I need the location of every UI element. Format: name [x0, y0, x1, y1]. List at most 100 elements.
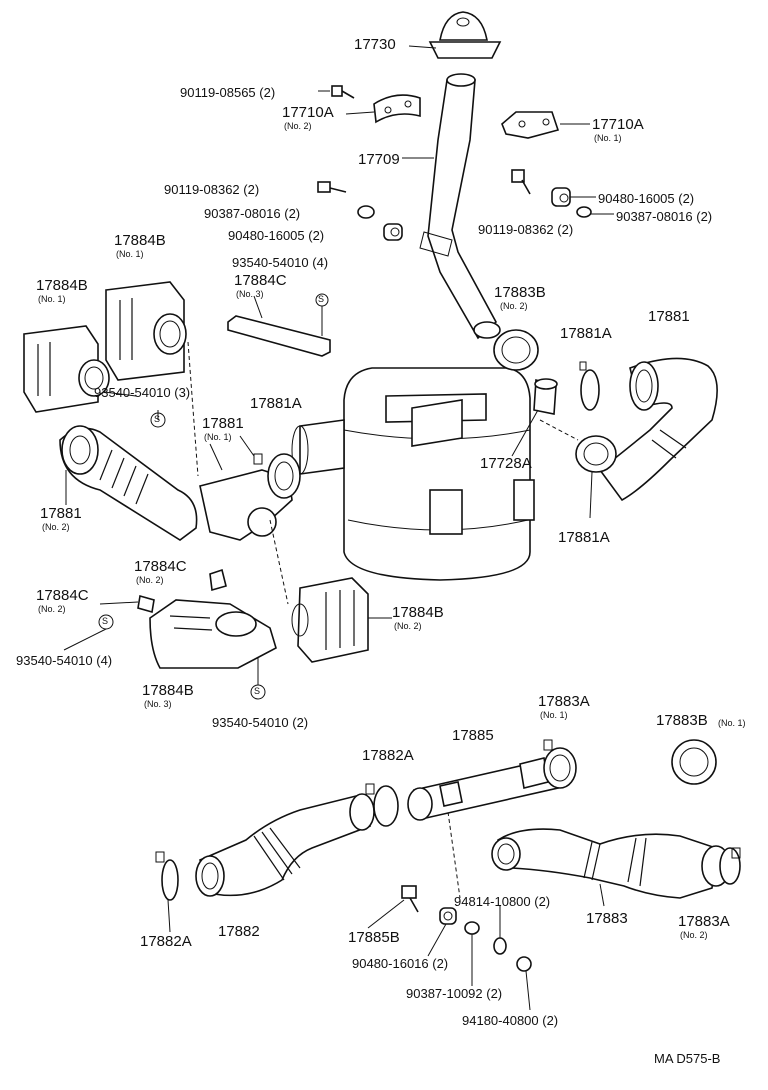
- part-17710A-bracket-right: [501, 111, 590, 139]
- label-17881A-r1: 17881A: [560, 325, 612, 342]
- cap-90387-10092: [464, 921, 480, 986]
- label-17881-left: 17881: [40, 505, 82, 522]
- part-17881A-clamp-upper: [579, 361, 600, 411]
- leader-lines: [103, 341, 461, 899]
- label-90480-16005-left: 90480-16005 (2): [228, 228, 325, 243]
- label-17884B-a: 17884B: [114, 232, 166, 249]
- cap-90387-08016-right: [576, 206, 614, 218]
- part-17885-tube: [407, 739, 577, 821]
- nut-90480-16005-right: [551, 187, 596, 207]
- label-17882: 17882: [218, 923, 260, 940]
- label-17883A-top: 17883A: [538, 693, 590, 710]
- s-marker-2: S: [318, 294, 325, 304]
- nut-90480-16016: [427, 907, 457, 957]
- note-17881-left: (No. 2): [42, 522, 70, 532]
- part-17710A-bracket-left: [345, 94, 421, 124]
- note-17883A-top: (No. 1): [540, 710, 568, 720]
- label-93540-54010-4-bot: 93540-54010 (4): [16, 653, 113, 668]
- note-17884B-a: (No. 1): [116, 249, 144, 259]
- note-17884C-left: (No. 2): [38, 604, 66, 614]
- label-17730: 17730: [354, 36, 396, 53]
- label-17883B-mid: 17883B: [494, 284, 546, 301]
- nut-94180-40800: [516, 956, 532, 1011]
- label-17882A-top: 17882A: [362, 747, 414, 764]
- part-17883B-no1-ring: [671, 739, 717, 785]
- note-17883A-bot: (No. 2): [680, 930, 708, 940]
- bolt-90119-08362-top: [317, 181, 347, 193]
- part-air-cleaner-body: [291, 367, 535, 581]
- label-17884C-top: 17884C: [234, 272, 287, 289]
- part-17884C-no2-bracket: [209, 568, 227, 592]
- part-17882-hose: [195, 793, 375, 897]
- note-17710A-left: (No. 2): [284, 121, 312, 131]
- label-17710A-left: 17710A: [282, 104, 334, 121]
- label-17885B: 17885B: [348, 929, 400, 946]
- label-93540-54010-4-top: 93540-54010 (4): [232, 255, 329, 270]
- note-17884C-small: (No. 2): [136, 575, 164, 585]
- part-17728A-sleeve: [511, 378, 558, 457]
- note-17883B-bot: (No. 1): [718, 718, 746, 728]
- part-17884B-no1-b: [23, 325, 110, 413]
- s-marker-3: S: [102, 616, 109, 626]
- label-90480-16005-right: 90480-16005 (2): [598, 191, 695, 206]
- part-17881-right-elbow: [598, 357, 718, 502]
- label-90480-16016: 90480-16016 (2): [352, 956, 449, 971]
- label-17883: 17883: [586, 910, 628, 927]
- label-17884C-left: 17884C: [36, 587, 89, 604]
- bolt-90119-08565: [318, 85, 355, 99]
- label-94180-40800: 94180-40800 (2): [462, 1013, 559, 1028]
- label-17881A-r2: 17881A: [558, 529, 610, 546]
- part-17884B-no3-cover: [149, 599, 277, 669]
- label-90119-08565: 90119-08565 (2): [180, 85, 276, 100]
- note-17884B-b: (No. 1): [38, 294, 66, 304]
- nut-90480-16005-left: [383, 223, 403, 241]
- label-90119-08362-top: 90119-08362 (2): [164, 182, 260, 197]
- bolt-17885B: [367, 885, 419, 929]
- label-17709: 17709: [358, 151, 400, 168]
- label-17884B-b: 17884B: [36, 277, 88, 294]
- label-17883A-bot: 17883A: [678, 913, 730, 930]
- part-17882A-clamp-left: [155, 851, 179, 933]
- note-17881-mid: (No. 1): [204, 432, 232, 442]
- label-17884B-no2: 17884B: [392, 604, 444, 621]
- part-17884C-strip: [227, 293, 331, 357]
- note-17884C-top: (No. 3): [236, 289, 264, 299]
- part-17884B-no1-a: [105, 281, 187, 381]
- s-marker-1: S: [154, 414, 161, 424]
- label-93540-54010-2: 93540-54010 (2): [212, 715, 309, 730]
- part-17883-hose: [491, 828, 741, 907]
- part-17884C-left-bracket: [99, 594, 155, 614]
- label-17882A-bot: 17882A: [140, 933, 192, 950]
- label-17884B-no3: 17884B: [142, 682, 194, 699]
- note-17884B-no3: (No. 3): [144, 699, 172, 709]
- label-17881A-mid: 17881A: [250, 395, 302, 412]
- label-90387-08016-left: 90387-08016 (2): [204, 206, 301, 221]
- s-marker-group: [63, 412, 266, 700]
- label-17884C-small: 17884C: [134, 558, 187, 575]
- label-17881-mid: 17881: [202, 415, 244, 432]
- part-17881-no2-hose: [59, 425, 198, 541]
- label-17728A: 17728A: [480, 455, 532, 472]
- diagram-code: MA D575-B: [654, 1051, 721, 1066]
- s-marker-4: S: [254, 686, 261, 696]
- label-17881-right: 17881: [648, 308, 690, 325]
- label-90387-08016-right: 90387-08016 (2): [616, 209, 713, 224]
- part-17881A-clamp-lower: [539, 419, 617, 519]
- part-17882A-clamp-right: [365, 783, 399, 827]
- label-93540-54010-3: 93540-54010 (3): [94, 385, 191, 400]
- part-17883B-no2-ring: [493, 329, 539, 371]
- part-17709-tube: [402, 73, 501, 340]
- bolt-90119-08362-right: [511, 169, 531, 195]
- label-90119-08362-right: 90119-08362 (2): [478, 222, 574, 237]
- cap-90387-08016-left: [357, 205, 375, 219]
- label-90387-10092: 90387-10092 (2): [406, 986, 503, 1001]
- label-17710A-right: 17710A: [592, 116, 644, 133]
- label-94814-10800: 94814-10800 (2): [454, 894, 551, 909]
- part-17884B-no2-block: [291, 577, 392, 663]
- label-17885: 17885: [452, 727, 494, 744]
- part-17730-valve: [408, 11, 502, 59]
- label-17883B-bot: 17883B: [656, 712, 708, 729]
- note-17883B-mid: (No. 2): [500, 301, 528, 311]
